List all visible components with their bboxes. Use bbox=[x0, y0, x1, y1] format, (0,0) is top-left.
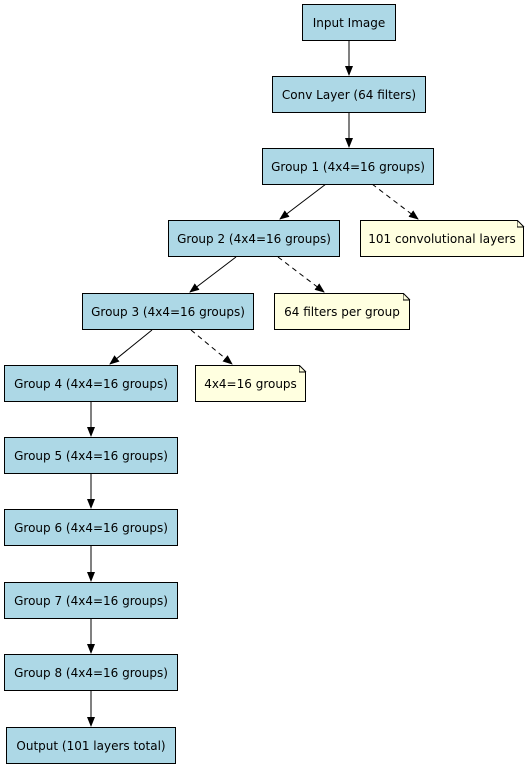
node-group-2: Group 2 (4x4=16 groups) bbox=[168, 220, 340, 257]
edge-group1-group2 bbox=[279, 183, 327, 220]
note-fold-icon bbox=[517, 220, 525, 228]
node-group-5: Group 5 (4x4=16 groups) bbox=[4, 437, 178, 474]
node-input-image: Input Image bbox=[302, 4, 396, 41]
node-group-7: Group 7 (4x4=16 groups) bbox=[4, 582, 178, 619]
node-group-3: Group 3 (4x4=16 groups) bbox=[82, 293, 254, 330]
note-fold-icon bbox=[299, 365, 307, 373]
note-convolutional-layers: 101 convolutional layers bbox=[360, 220, 524, 257]
note-filters-per-group: 64 filters per group bbox=[274, 293, 410, 330]
edge-group2-group3 bbox=[189, 256, 237, 293]
edge-group3-group4 bbox=[109, 329, 153, 365]
node-group-1: Group 1 (4x4=16 groups) bbox=[262, 148, 434, 185]
note-groups: 4x4=16 groups bbox=[195, 365, 306, 402]
node-group-6: Group 6 (4x4=16 groups) bbox=[4, 509, 178, 546]
node-group-4: Group 4 (4x4=16 groups) bbox=[4, 365, 178, 402]
edge-group2-note-filters bbox=[277, 256, 325, 293]
node-group-8: Group 8 (4x4=16 groups) bbox=[4, 654, 178, 691]
node-output: Output (101 layers total) bbox=[6, 727, 176, 764]
edge-group1-note-layers bbox=[371, 183, 419, 220]
node-conv-layer: Conv Layer (64 filters) bbox=[272, 76, 426, 113]
edge-group3-note-groups bbox=[190, 329, 233, 365]
note-fold-icon bbox=[403, 293, 411, 301]
